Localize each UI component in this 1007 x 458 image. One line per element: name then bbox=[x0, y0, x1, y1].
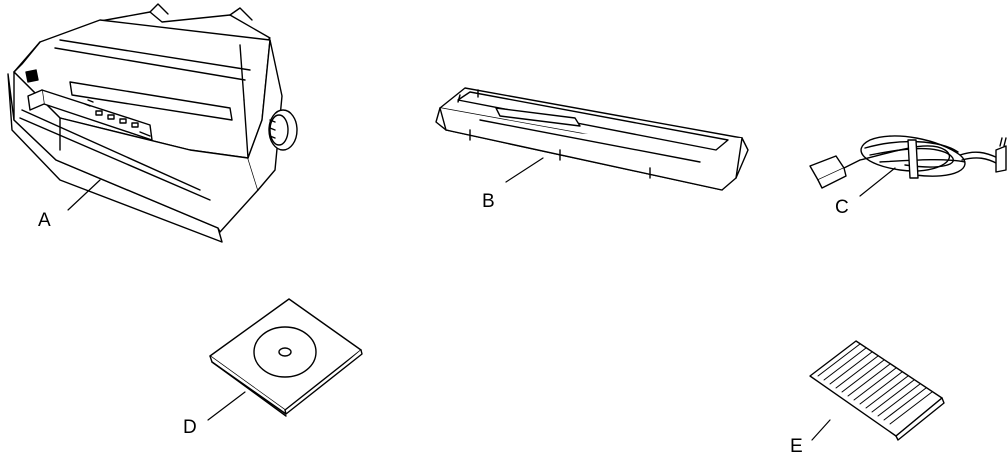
printer-icon bbox=[7, 3, 298, 243]
label-d: D bbox=[183, 417, 197, 438]
ribbon-cartridge-icon bbox=[435, 87, 749, 191]
label-a: A bbox=[38, 210, 51, 231]
power-cord-icon bbox=[809, 135, 1007, 197]
label-e: E bbox=[790, 436, 803, 453]
label-b: B bbox=[482, 191, 495, 212]
manual-sheet-icon bbox=[809, 340, 945, 441]
cd-sleeve-icon bbox=[207, 298, 363, 421]
label-c: C bbox=[835, 197, 849, 218]
